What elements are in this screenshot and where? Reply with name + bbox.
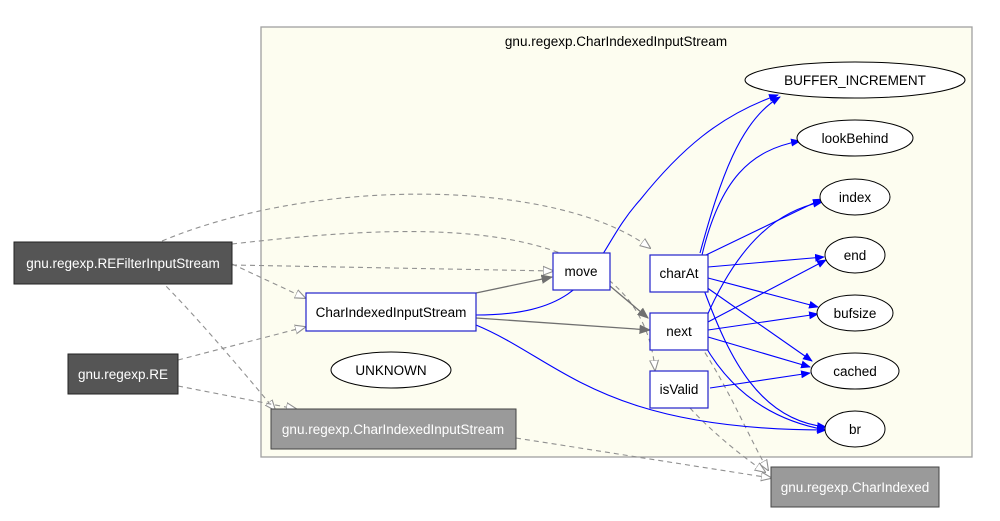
edge-next-to-charindexed (699, 344, 768, 470)
internal-edges (475, 274, 652, 334)
edge-charat-to-cached (705, 286, 813, 362)
field-node-end-label: end (844, 248, 867, 263)
dashed-edges (159, 193, 771, 478)
external-node-cis[interactable]: gnu.regexp.CharIndexedInputStream (270, 408, 517, 450)
edge-next-to-bufsize (707, 311, 819, 331)
field-node-end[interactable]: end (824, 236, 886, 274)
edge-cis-ext-to-charindexed (515, 437, 771, 478)
field-node-index[interactable]: index (819, 178, 891, 216)
method-node-next-label: next (666, 324, 692, 339)
edge-ctor-to-move (475, 274, 554, 294)
external-node-refilter-label: gnu.regexp.REFilterInputStream (26, 256, 220, 271)
field-node-unknown-label: UNKNOWN (355, 363, 426, 378)
external-node-re-label: gnu.regexp.RE (78, 367, 168, 382)
edge-next-to-end (705, 259, 827, 324)
external-node-refilter[interactable]: gnu.regexp.REFilterInputStream (13, 241, 233, 285)
edge-ctor-to-next (475, 317, 652, 334)
field-node-index-label: index (839, 190, 872, 205)
field-node-buffer-increment-label: BUFFER_INCREMENT (784, 73, 926, 88)
edge-isvalid-to-charindexed (689, 407, 765, 472)
field-node-br[interactable]: br (824, 410, 886, 448)
method-node-move-label: move (564, 264, 597, 279)
edge-isvalid-to-cached (709, 370, 811, 389)
field-node-cached[interactable]: cached (810, 352, 900, 390)
method-node-ctor-label: CharIndexedInputStream (316, 305, 467, 320)
method-node-isvalid-label: isValid (660, 382, 699, 397)
method-node-ctor[interactable]: CharIndexedInputStream (305, 292, 477, 332)
edge-refilter-to-ctor (231, 263, 305, 298)
method-node-charat-label: charAt (659, 266, 698, 281)
field-node-cached-label: cached (833, 364, 877, 379)
edge-re-to-ctor (177, 327, 305, 361)
method-node-move[interactable]: move (552, 252, 611, 291)
external-node-charindexed[interactable]: gnu.regexp.CharIndexed (770, 466, 940, 508)
field-node-lookbehind-label: lookBehind (822, 131, 889, 146)
edge-refilter-to-charat (161, 193, 650, 248)
edge-charat-to-index (705, 198, 823, 256)
method-node-charat[interactable]: charAt (649, 254, 709, 293)
field-node-br-label: br (849, 422, 862, 437)
edge-charat-to-lookbehind (701, 138, 801, 256)
edge-ctor-to-buffer-increment (475, 94, 779, 316)
edge-move-to-next (609, 285, 649, 319)
edge-refilter-to-isvalid (231, 231, 655, 370)
edge-next-to-br (703, 343, 827, 433)
cluster-title: gnu.regexp.CharIndexedInputStream (505, 34, 727, 49)
edge-ctor-to-br (475, 324, 827, 434)
external-node-cis-label: gnu.regexp.CharIndexedInputStream (282, 422, 504, 437)
field-node-bufsize[interactable]: bufsize (816, 294, 894, 332)
field-node-buffer-increment[interactable]: BUFFER_INCREMENT (744, 61, 966, 99)
call-edges (475, 94, 827, 434)
edge-next-to-index (705, 199, 823, 319)
field-node-lookbehind[interactable]: lookBehind (796, 119, 914, 157)
method-node-next[interactable]: next (649, 312, 709, 351)
edge-next-to-cached (707, 336, 811, 369)
method-node-isvalid[interactable]: isValid (649, 370, 709, 409)
field-node-bufsize-label: bufsize (834, 306, 877, 321)
edge-charat-to-end (707, 253, 825, 268)
edge-re-to-cis-ext (177, 385, 296, 409)
external-node-re[interactable]: gnu.regexp.RE (67, 353, 179, 395)
external-node-charindexed-label: gnu.regexp.CharIndexed (781, 480, 930, 495)
field-node-unknown[interactable]: UNKNOWN (330, 351, 452, 389)
edge-charat-to-buffer-increment (699, 96, 781, 254)
